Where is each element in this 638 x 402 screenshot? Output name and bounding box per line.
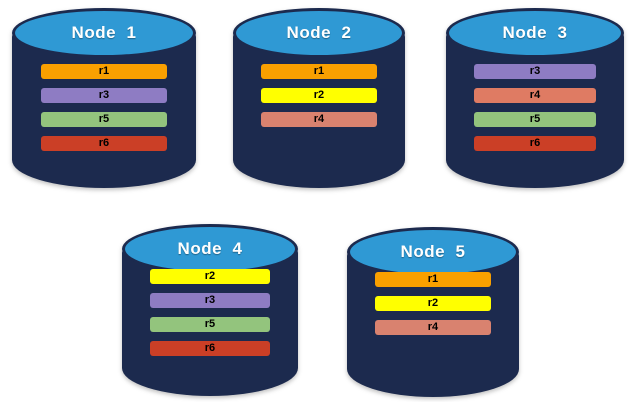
replica-bar-r1: r1	[41, 64, 167, 79]
replica-bar-r4: r4	[474, 88, 596, 103]
node-1-title: Node 1	[71, 23, 137, 42]
node-1-cylinder: Node 1 r1 r3 r5 r6	[12, 8, 196, 188]
node-4-replica-list: r2 r3 r5 r6	[122, 269, 298, 356]
node-3-title: Node 3	[502, 23, 568, 42]
replica-bar-r1: r1	[260, 64, 378, 79]
replica-bar-r2: r2	[260, 88, 378, 103]
replica-bar-r2: r2	[374, 296, 492, 311]
node-3-replica-list: r3 r4 r5 r6	[446, 64, 624, 151]
node-3-cylinder-body	[446, 33, 624, 188]
replica-bar-r6: r6	[474, 136, 596, 151]
node-5-cylinder-top: Node 5	[347, 227, 519, 277]
replica-bar-r2: r2	[150, 269, 270, 284]
replica-bar-r1: r1	[374, 272, 492, 287]
replica-bar-r5: r5	[41, 112, 167, 127]
replica-bar-r5: r5	[150, 317, 270, 332]
node-4-cylinder: Node 4 r2 r3 r5 r6	[122, 224, 298, 396]
node-5-replica-list: r1 r2 r4	[347, 272, 519, 335]
replica-bar-r5: r5	[474, 112, 596, 127]
node-2-replica-list: r1 r2 r4	[233, 64, 405, 127]
replica-bar-r6: r6	[41, 136, 167, 151]
node-2-title: Node 2	[286, 23, 352, 42]
replica-bar-r4: r4	[260, 112, 378, 127]
node-1-cylinder-top: Node 1	[12, 8, 196, 58]
node-5-cylinder: Node 5 r1 r2 r4	[347, 227, 519, 397]
replica-bar-r4: r4	[374, 320, 492, 335]
node-4-cylinder-top: Node 4	[122, 224, 298, 274]
node-2-cylinder-top: Node 2	[233, 8, 405, 58]
node-3-cylinder: Node 3 r3 r4 r5 r6	[446, 8, 624, 188]
node-2-cylinder: Node 2 r1 r2 r4	[233, 8, 405, 188]
node-2-cylinder-body	[233, 33, 405, 188]
replica-bar-r3: r3	[41, 88, 167, 103]
node-5-title: Node 5	[400, 242, 466, 261]
node-1-replica-list: r1 r3 r5 r6	[12, 64, 196, 151]
replica-bar-r3: r3	[474, 64, 596, 79]
node-3-cylinder-top: Node 3	[446, 8, 624, 58]
node-1-cylinder-body	[12, 33, 196, 188]
replica-bar-r3: r3	[150, 293, 270, 308]
node-4-title: Node 4	[177, 239, 243, 258]
replica-bar-r6: r6	[150, 341, 270, 356]
